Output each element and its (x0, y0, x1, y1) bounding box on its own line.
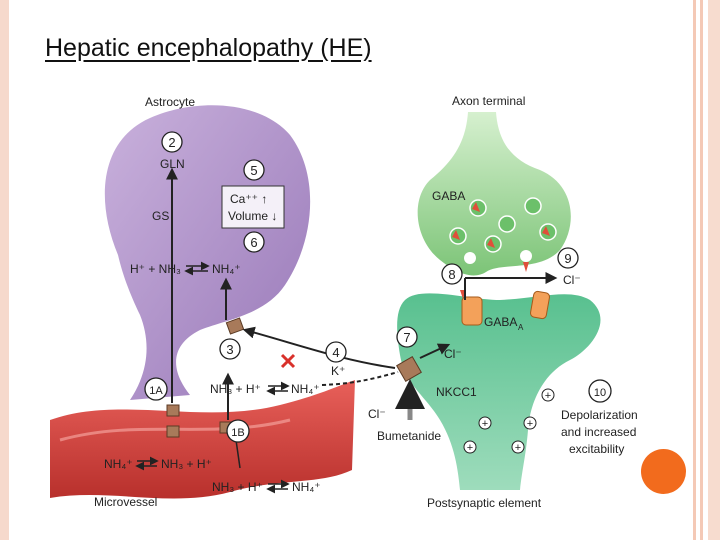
svg-text:+: + (482, 418, 488, 430)
astrocyte-shape (104, 105, 311, 400)
svg-text:+: + (527, 418, 533, 430)
depolarization-line2: and increased (561, 425, 636, 439)
nkcc1-label: NKCC1 (436, 385, 477, 399)
svg-text:+: + (467, 442, 473, 454)
step-6-label: 6 (250, 235, 257, 250)
gaba-a-label: GABA (484, 315, 517, 329)
svg-text:+: + (515, 442, 521, 454)
axon-terminal-label: Axon terminal (452, 94, 525, 108)
interstitial-equation-right: NH₄⁺ (291, 382, 320, 396)
step-7-label: 7 (403, 330, 410, 345)
vessel-equation2-right: NH₄⁺ (292, 480, 321, 494)
vessel-equation-right: NH₃ + H⁺ (161, 457, 212, 471)
step-1b-label: 1B (231, 427, 244, 439)
right-border-line (700, 0, 703, 540)
microvessel-label: Microvessel (94, 495, 157, 509)
gs-label: GS (152, 209, 169, 223)
gaba-a-subscript: A (518, 323, 524, 332)
postsynaptic-label: Postsynaptic element (427, 496, 542, 510)
step-3-label: 3 (226, 342, 233, 357)
step-5-label: 5 (250, 163, 257, 178)
microvessel-shape (50, 380, 355, 499)
gaba-label: GABA (432, 189, 465, 203)
step-8-label: 8 (448, 267, 455, 282)
interstitial-equation-left: NH₃ + H⁺ (210, 382, 261, 396)
volume-label: Volume ↓ (228, 209, 277, 223)
gaba-a-receptor (461, 290, 551, 326)
calcium-label: Ca⁺⁺ ↑ (230, 192, 267, 206)
chloride-low-label: Cl⁻ (368, 407, 386, 421)
accent-dot (641, 449, 686, 494)
svg-text:+: + (545, 390, 551, 402)
right-border-strip (708, 0, 720, 540)
slide-title: Hepatic encephalopathy (HE) (45, 34, 372, 62)
step-2-label: 2 (168, 135, 175, 150)
bumetanide-label: Bumetanide (377, 429, 441, 443)
step-9-label: 9 (564, 251, 571, 266)
chloride-mid-label: Cl⁻ (444, 347, 462, 361)
astrocyte-equation-right: NH₄⁺ (212, 262, 241, 276)
astrocyte-label: Astrocyte (145, 95, 195, 109)
nkcc1-transporter (396, 356, 422, 382)
depolarization-line1: Depolarization (561, 408, 638, 422)
vessel-equation-left: NH₄⁺ (104, 457, 133, 471)
step-4-label: 4 (332, 345, 339, 360)
potassium-label: K⁺ (331, 364, 345, 378)
postsynaptic-shape (397, 293, 601, 490)
step-1a-label: 1A (149, 385, 163, 397)
gaba-vesicles (449, 197, 557, 253)
chloride-top-label: Cl⁻ (563, 273, 581, 287)
positive-charge-markers (463, 388, 555, 454)
left-border-strip (0, 0, 9, 540)
vessel-equation2-left: NH₃ + H⁺ (212, 480, 263, 494)
astrocyte-equation-left: H⁺ + NH₃ (130, 262, 181, 276)
depolarization-line3: excitability (569, 442, 624, 456)
gln-label: GLN (160, 157, 185, 171)
right-border-line (693, 0, 696, 540)
step-10-label: 10 (594, 387, 606, 399)
